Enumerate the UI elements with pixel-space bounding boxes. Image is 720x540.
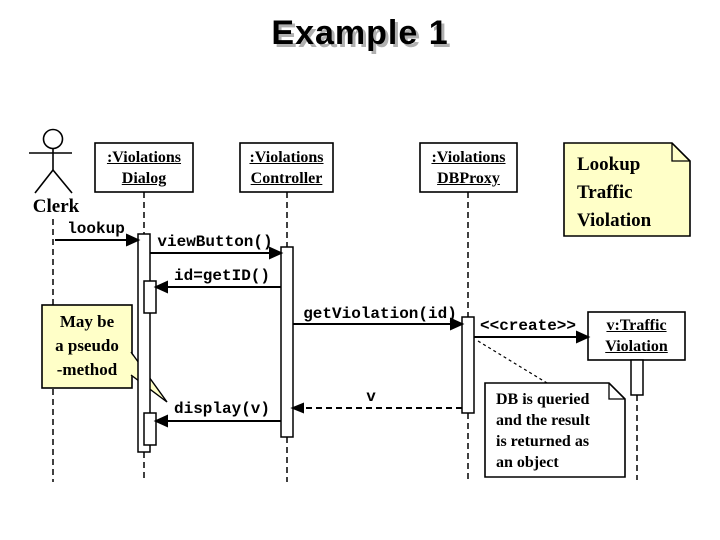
dbproxy-activation [461, 316, 475, 414]
db-note-shape [484, 382, 626, 478]
pseudo-note-line: a pseudo [55, 336, 119, 355]
dialog-activation-nested-2 [143, 412, 157, 446]
pseudo-note-shape [41, 304, 133, 389]
dbproxy-box-label: :Violations DBProxy [420, 143, 517, 192]
message-label-get-id: id=getID() [173, 267, 271, 285]
display-arrowhead [153, 414, 168, 428]
dbproxy-label-line2: DBProxy [437, 169, 500, 187]
db-note-text: DB is queried and the result is returned… [496, 389, 590, 473]
vtraffic-activation [630, 359, 644, 396]
lookup-note-line: Traffic [577, 182, 633, 203]
controller-activation [280, 246, 294, 438]
activation-bars [137, 233, 644, 453]
dialog-label-line1: :Violations [106, 148, 182, 166]
controller-box [239, 142, 334, 193]
db-note-line: and the result [496, 412, 590, 429]
pseudo-note-line: -method [56, 360, 118, 379]
lookup-note-fold [671, 143, 690, 162]
vtraffic-box-label: v:Traffic Violation [588, 312, 685, 360]
message-label-view-button: viewButton() [157, 233, 273, 251]
controller-box-label: :Violations Controller [240, 143, 333, 192]
dialog-box-label: :Violations Dialog [95, 143, 193, 192]
message-label-return-v: v [366, 388, 376, 406]
controller-label-line2: Controller [250, 169, 323, 187]
db-note-line: an object [496, 454, 559, 471]
dbproxy-label-line1: :Violations [431, 148, 506, 166]
db-note-line: is returned as [496, 433, 590, 450]
pseudo-note-line: May be [59, 312, 115, 331]
message-arrows [55, 233, 591, 428]
actor-figure [29, 128, 73, 194]
db-note-fold [608, 383, 625, 400]
message-label-create: <<create>> [479, 317, 577, 335]
dialog-label-line2: Dialog [121, 169, 167, 187]
create-arrowhead [576, 330, 591, 344]
message-label-get-violation: getViolation(id) [303, 305, 457, 323]
message-label-display: display(v) [173, 400, 271, 418]
controller-label-line1: :Violations [249, 148, 324, 166]
return-v-arrowhead [290, 402, 304, 414]
page-title: Example 1 [271, 14, 449, 52]
actor-right-leg [52, 169, 73, 194]
view-button-arrowhead [269, 246, 284, 260]
lookup-note-line: Violation [577, 210, 652, 231]
lookup-arrowhead [126, 233, 141, 247]
db-note-line: DB is queried [496, 391, 590, 408]
actor-label: Clerk [32, 196, 80, 217]
lookup-note-shape [563, 142, 691, 237]
lookup-note-line: Lookup [577, 154, 641, 175]
message-label-lookup: lookup [67, 220, 125, 238]
pseudo-note-text: May be a pseudo -method [42, 310, 132, 382]
get-id-arrowhead [153, 280, 168, 294]
get-violation-arrowhead [450, 317, 465, 331]
vtraffic-label-line2: Violation [605, 338, 668, 355]
dbproxy-box [419, 142, 518, 193]
dialog-box [94, 142, 194, 193]
db-note-anchor-line [477, 340, 548, 384]
vtraffic-label-line1: v:Traffic [606, 317, 667, 334]
lookup-note-text: Lookup Traffic Violation [577, 151, 651, 235]
actor-head [42, 128, 64, 150]
actor-left-leg [34, 169, 54, 194]
dialog-activation-nested-1 [143, 280, 157, 314]
